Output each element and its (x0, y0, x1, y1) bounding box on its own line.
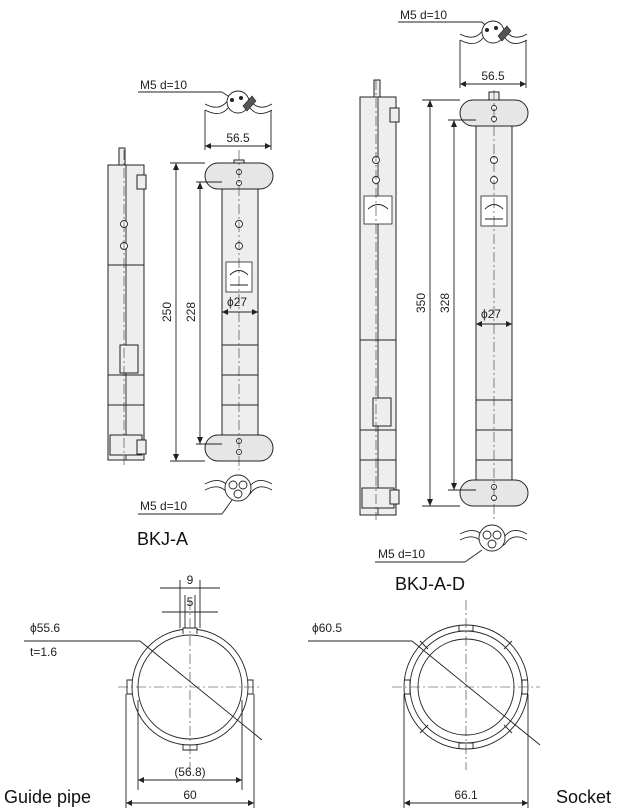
bkj-a-front-view: ϕ27 250 228 (160, 150, 274, 470)
socket-name-label: Socket (556, 787, 611, 807)
guide-pipe-thickness-label: t=1.6 (30, 645, 57, 659)
bkj-a-top-screw-label: M5 d=10 (140, 78, 187, 92)
bkj-a-top-width-label: 56.5 (226, 131, 250, 145)
bkj-a-d-diameter-label: ϕ27 (481, 307, 501, 321)
guide-pipe-name-label: Guide pipe (4, 787, 91, 807)
guide-pipe-slot-inner-label: 5 (187, 595, 194, 609)
bkj-a-d-top-screw-label: M5 d=10 (400, 8, 447, 22)
bkj-a-top-view: M5 d=10 56.5 (138, 78, 273, 150)
guide-pipe-slot-outer-label: 9 (187, 573, 194, 587)
bkj-a-d-top-width-label: 56.5 (481, 69, 505, 83)
bkj-a-d-bottom-screw-label: M5 d=10 (378, 547, 425, 561)
socket-section: ϕ60.5 66.1 Socket (308, 600, 611, 808)
bkj-a-height-overall-label: 250 (160, 302, 174, 322)
bkj-a-model-label: BKJ-A (137, 529, 188, 549)
bkj-a-bottom-view: M5 d=10 (138, 474, 273, 515)
guide-pipe-inner-width-label: (56.8) (174, 765, 205, 779)
socket-width-label: 66.1 (454, 788, 478, 802)
socket-diameter-label: ϕ60.5 (312, 621, 342, 635)
bkj-a-d-model-label: BKJ-A-D (395, 574, 465, 594)
bkj-a-d-height-inner-label: 328 (438, 293, 452, 313)
bkj-a-d-side-view (359, 79, 400, 520)
bkj-a-d-front-view: ϕ27 350 328 (414, 90, 529, 520)
guide-pipe-section: ϕ55.6 t=1.6 9 5 (56.8) 60 Guide pipe (4, 573, 263, 808)
bkj-a-height-inner-label: 228 (184, 302, 198, 322)
guide-pipe-outer-width-label: 60 (183, 788, 197, 802)
guide-pipe-diameter-label: ϕ55.6 (30, 621, 60, 635)
bkj-a-d-top-view: M5 d=10 56.5 (398, 8, 528, 88)
bkj-a-bottom-screw-label: M5 d=10 (140, 499, 187, 513)
bkj-a-d-bottom-view: M5 d=10 (375, 524, 528, 563)
bkj-a-side-view (107, 147, 147, 465)
bkj-a-d-height-overall-label: 350 (414, 293, 428, 313)
bkj-a-diameter-label: ϕ27 (227, 295, 247, 309)
